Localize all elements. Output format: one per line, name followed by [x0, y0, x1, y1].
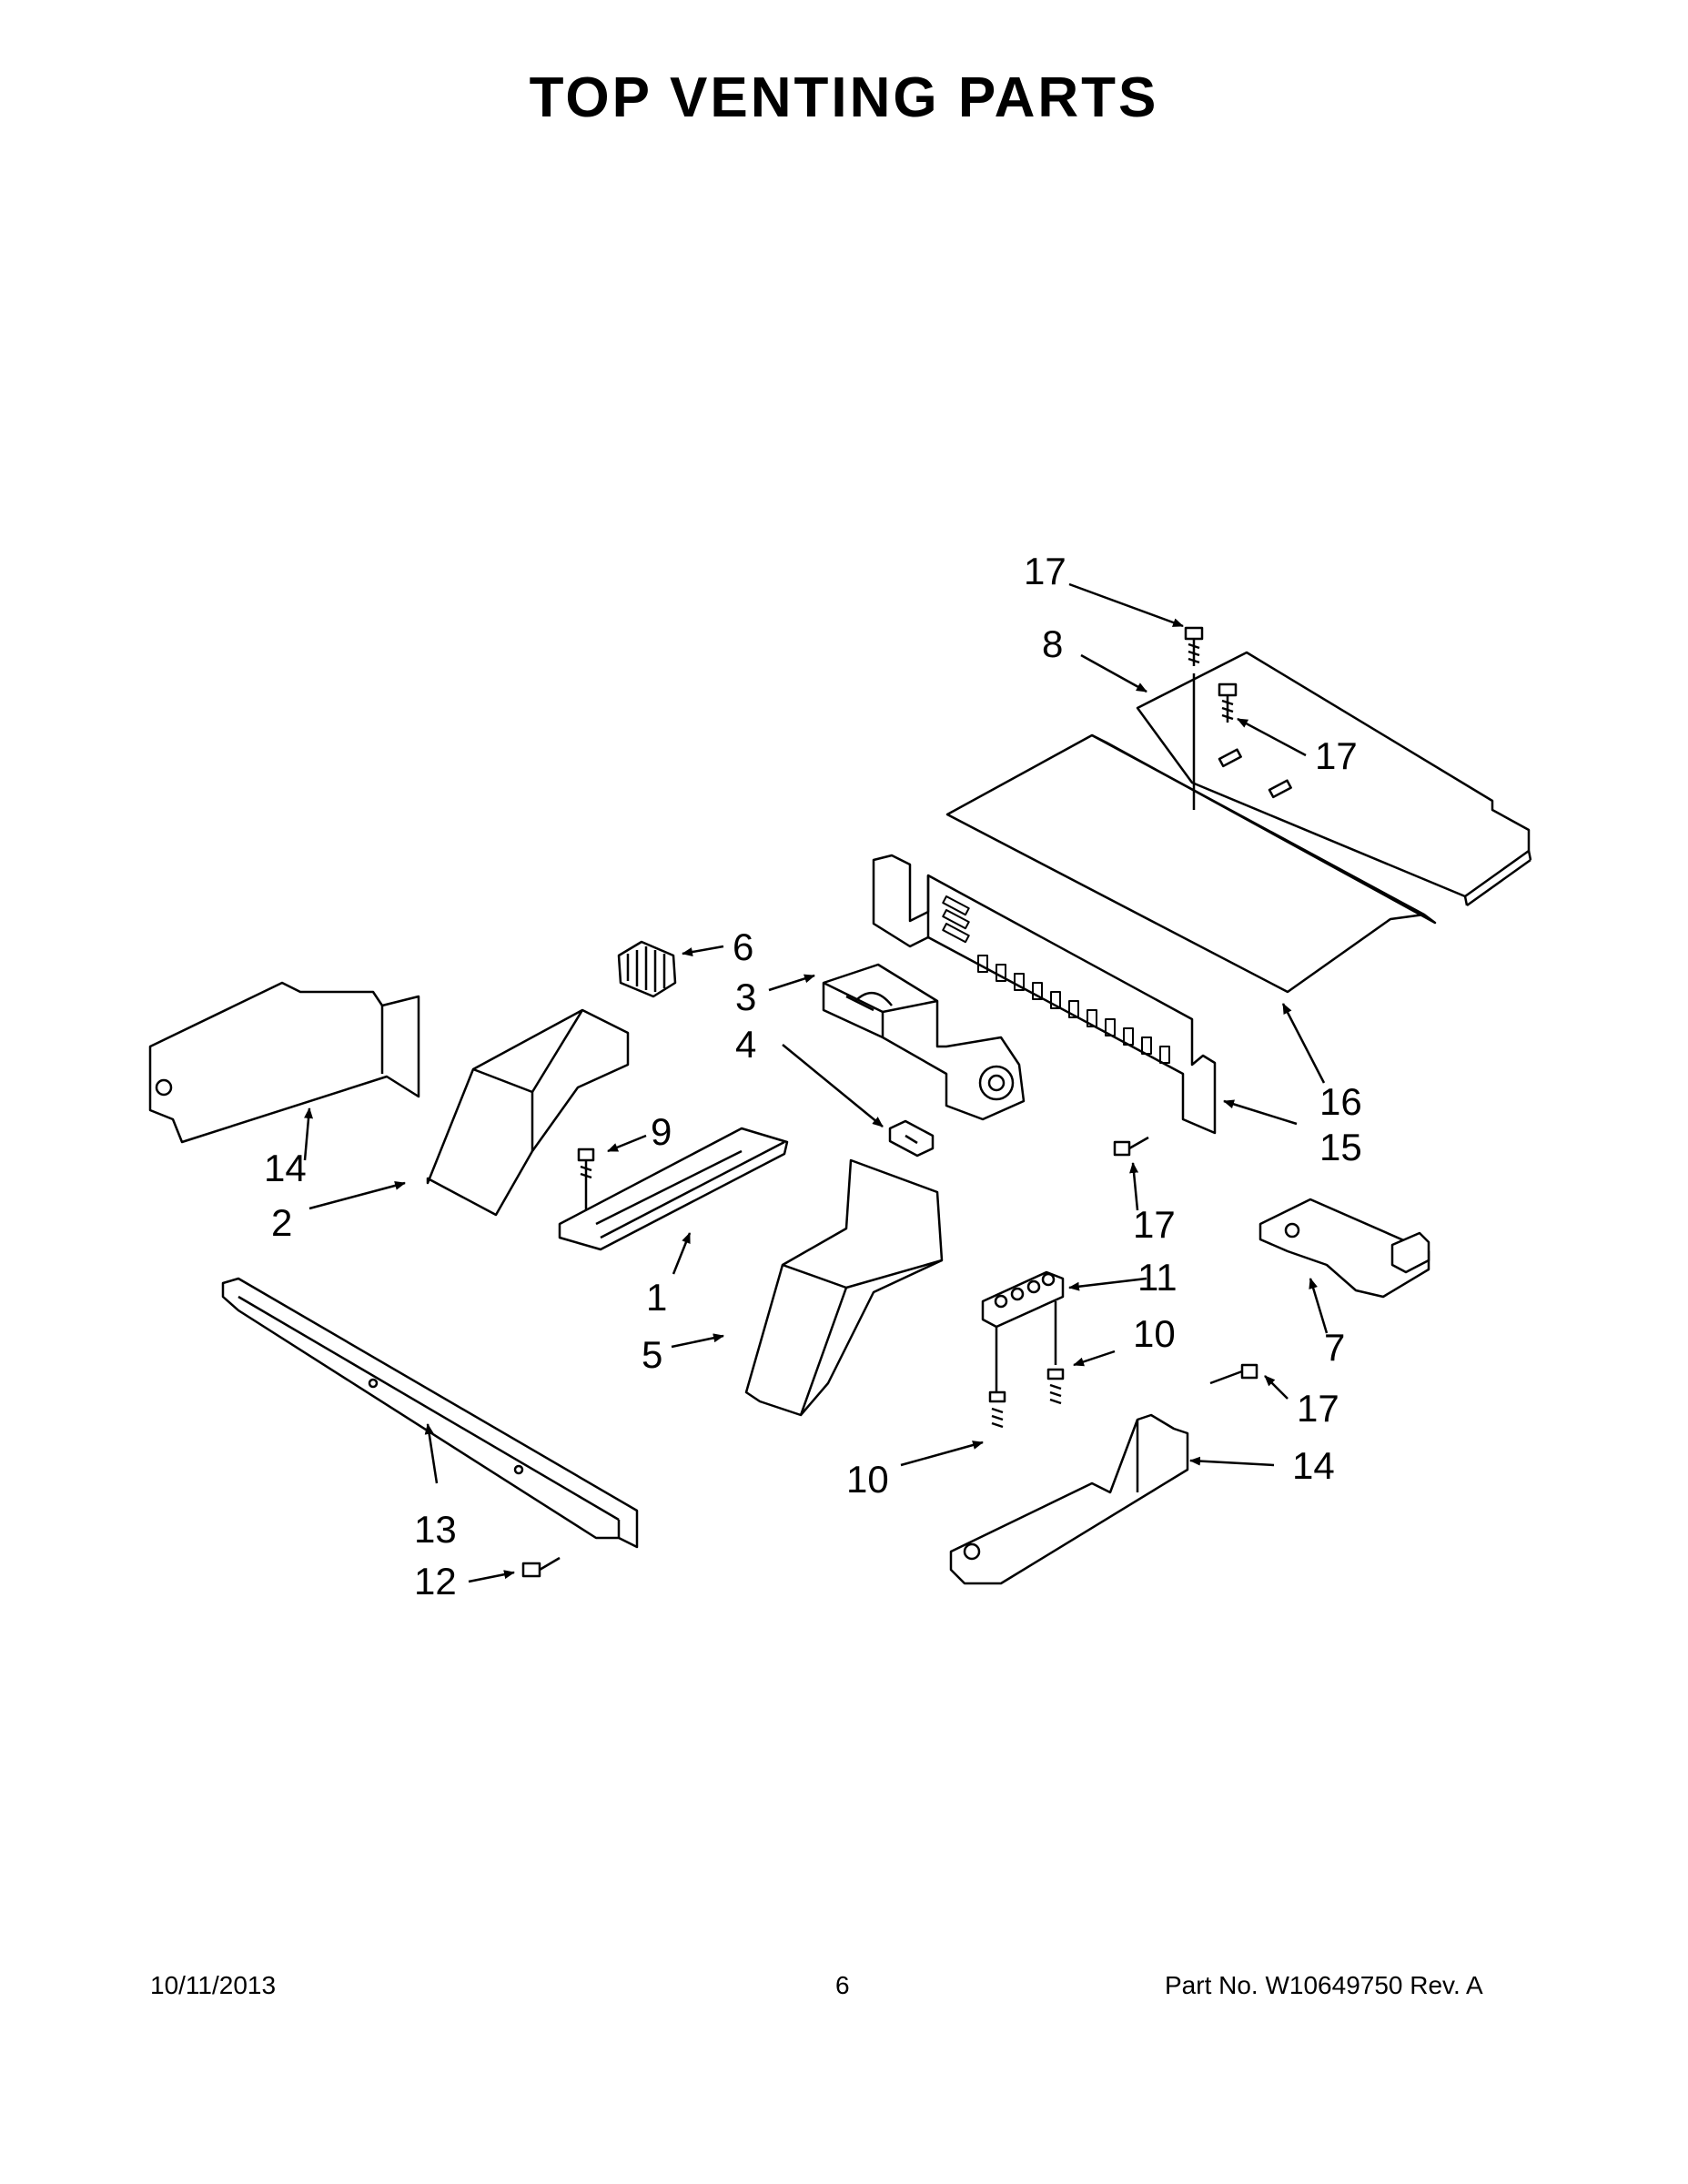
screw-17-top-1 — [1184, 626, 1204, 666]
screw-17-top-2 — [1218, 682, 1238, 723]
callout-16: 16 — [1319, 1080, 1362, 1123]
screw-9 — [577, 1148, 595, 1228]
callout-8: 8 — [1042, 622, 1063, 665]
screw-17-middle — [1113, 1136, 1149, 1157]
footer-page-number: 6 — [835, 1971, 850, 1999]
callout-11: 11 — [1137, 1256, 1178, 1299]
callout-14-b: 14 — [1292, 1444, 1335, 1487]
callout-1: 1 — [646, 1276, 667, 1319]
callout-17-c: 17 — [1133, 1203, 1176, 1246]
part-1-bracket — [558, 1127, 789, 1251]
screw-17-right — [1209, 1363, 1258, 1385]
callout-10-a: 10 — [1133, 1312, 1176, 1355]
part-15-vent-duct — [872, 854, 1217, 1135]
screw-12 — [521, 1556, 561, 1578]
callout-14-a: 14 — [264, 1147, 307, 1189]
footer-date: 10/11/2013 — [150, 1971, 277, 1999]
part-14-right-bracket — [949, 1413, 1189, 1585]
footer-part-number: Part No. W10649750 Rev. A — [1165, 1971, 1483, 1999]
callout-17-b: 17 — [1315, 734, 1358, 777]
part-11-terminal-block — [981, 1270, 1065, 1392]
callout-9: 9 — [651, 1110, 672, 1153]
callout-13: 13 — [414, 1508, 457, 1551]
callout-7: 7 — [1324, 1326, 1345, 1369]
callout-10-b: 10 — [846, 1458, 889, 1501]
part-16-vent-plate — [945, 733, 1437, 994]
callout-6: 6 — [733, 925, 753, 968]
leader-lines — [303, 582, 1329, 1583]
part-2-duct — [426, 1008, 630, 1217]
callout-15: 15 — [1319, 1126, 1362, 1168]
callout-3: 3 — [735, 976, 756, 1018]
part-3-blower-motor — [822, 963, 1026, 1121]
callout-17-d: 17 — [1297, 1387, 1339, 1430]
part-14-left-bracket — [148, 981, 420, 1144]
part-4-switch — [888, 1119, 935, 1158]
page-title: TOP VENTING PARTS — [529, 66, 1159, 129]
screw-10-a — [988, 1390, 1006, 1429]
callouts: 17 8 17 6 3 4 16 15 14 2 9 1 5 17 11 10 … — [264, 550, 1362, 1603]
part-7-bracket — [1258, 1198, 1430, 1299]
callout-17-a: 17 — [1024, 550, 1066, 592]
part-13-rail — [221, 1277, 639, 1549]
callout-4: 4 — [735, 1023, 756, 1066]
part-6-transformer — [617, 940, 677, 998]
callout-2: 2 — [271, 1201, 292, 1244]
callout-12: 12 — [414, 1560, 457, 1603]
screw-10-b — [1046, 1368, 1065, 1405]
part-5-bent-duct — [744, 1158, 944, 1417]
part-8-cover-panel — [1136, 651, 1532, 907]
callout-5: 5 — [642, 1333, 662, 1376]
